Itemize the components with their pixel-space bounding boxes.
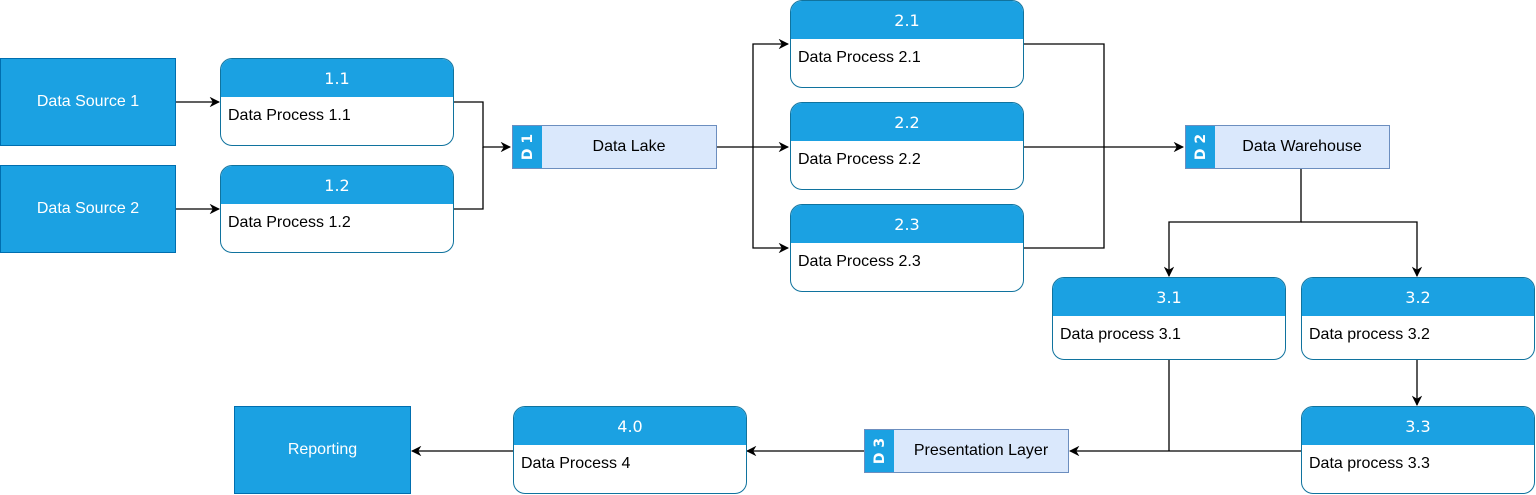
entity-data-source-1[interactable]: Data Source 1: [0, 58, 176, 146]
process-label: Data Process 4: [521, 455, 631, 472]
process-number: 1.2: [221, 166, 453, 204]
process-3-2[interactable]: 3.2 Data process 3.2: [1301, 277, 1535, 360]
entity-label: Data Source 2: [36, 200, 140, 217]
process-number: 2.3: [791, 205, 1023, 243]
connector-p1-2-to-data-lake: [454, 147, 484, 210]
process-3-3[interactable]: 3.3 Data process 3.3: [1301, 406, 1535, 494]
store-id: D 3: [871, 437, 888, 465]
process-number: 4.0: [514, 407, 746, 445]
process-label: Data Process 2.1: [798, 49, 921, 66]
store-data-warehouse[interactable]: D 2 Data Warehouse: [1185, 125, 1390, 169]
process-3-1[interactable]: 3.1 Data process 3.1: [1052, 277, 1286, 360]
process-number: 3.3: [1302, 407, 1534, 445]
process-label: Data Process 2.2: [798, 151, 921, 168]
store-tag: D 3: [865, 430, 894, 472]
process-number: 1.1: [221, 59, 453, 97]
process-number: 2.2: [791, 103, 1023, 141]
process-number: 3.2: [1302, 278, 1534, 316]
store-label: Data Lake: [592, 138, 666, 155]
connector-data-lake-to-p2-3: [752, 147, 790, 254]
entity-label: Reporting: [287, 441, 358, 458]
process-4-0[interactable]: 4.0 Data Process 4: [513, 406, 747, 494]
process-label: Data Process 2.3: [798, 253, 921, 270]
connector-p1-1-to-data-lake: [454, 101, 512, 153]
store-presentation-layer[interactable]: D 3 Presentation Layer: [864, 429, 1069, 473]
connector-p2-1-to-data-warehouse: [1024, 43, 1105, 249]
process-label: Data Process 1.1: [228, 107, 351, 124]
entity-reporting[interactable]: Reporting: [234, 406, 411, 494]
process-2-2[interactable]: 2.2 Data Process 2.2: [790, 102, 1024, 190]
connector-data-warehouse-to-p3-1: [1163, 169, 1302, 278]
process-label: Data process 3.3: [1309, 455, 1430, 472]
process-number: 3.1: [1053, 278, 1285, 316]
store-id: D 2: [1192, 133, 1209, 161]
process-label: Data process 3.1: [1060, 326, 1181, 343]
entity-data-source-2[interactable]: Data Source 2: [0, 165, 176, 253]
store-tag: D 1: [513, 126, 542, 168]
process-label: Data Process 1.2: [228, 214, 351, 231]
connector-data-warehouse-to-p3-2: [1301, 221, 1423, 278]
process-1-1[interactable]: 1.1 Data Process 1.1: [220, 58, 454, 146]
store-data-lake[interactable]: D 1 Data Lake: [512, 125, 717, 169]
store-label: Presentation Layer: [913, 442, 1049, 459]
store-id: D 1: [519, 133, 536, 161]
entity-label: Data Source 1: [36, 93, 140, 110]
process-2-3[interactable]: 2.3 Data Process 2.3: [790, 204, 1024, 292]
store-label: Data Warehouse: [1242, 138, 1362, 155]
process-2-1[interactable]: 2.1 Data Process 2.1: [790, 0, 1024, 88]
store-tag: D 2: [1186, 126, 1215, 168]
process-label: Data process 3.2: [1309, 326, 1430, 343]
connector-data-lake-to-p2-1: [752, 38, 790, 147]
process-number: 2.1: [791, 1, 1023, 39]
process-1-2[interactable]: 1.2 Data Process 1.2: [220, 165, 454, 253]
